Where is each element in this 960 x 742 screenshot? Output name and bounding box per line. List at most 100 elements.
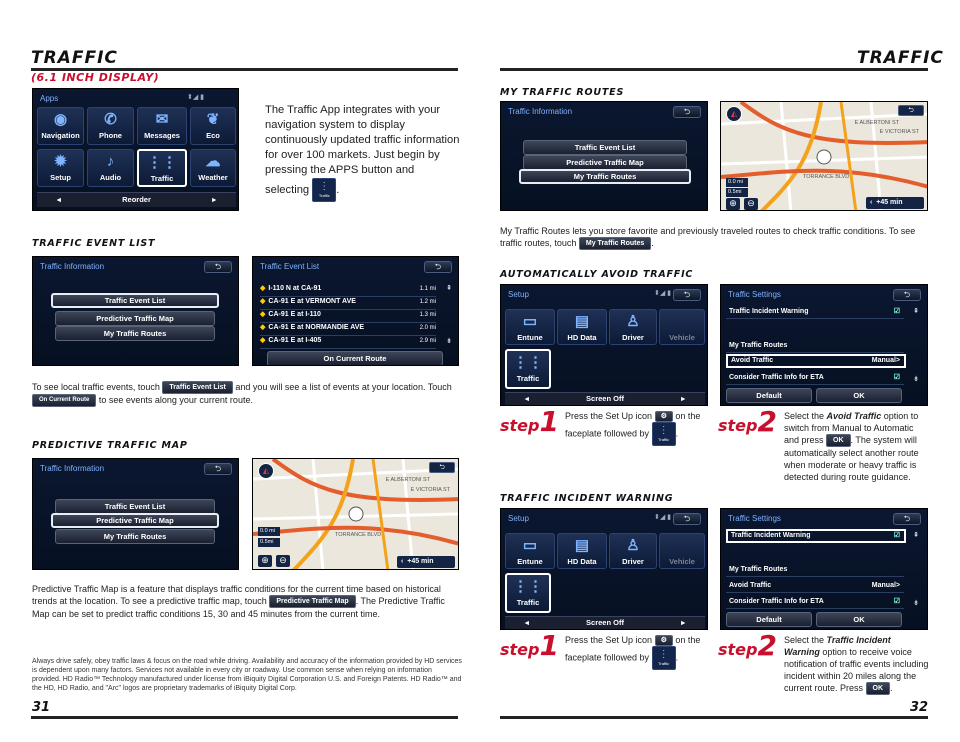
chevron-right-icon[interactable]: ▸ — [212, 195, 216, 204]
driver-icon: ♙ — [626, 313, 640, 330]
predictive-map-screen[interactable]: E ALBERTONI ST E VICTORIA ST TORRANCE BL… — [252, 458, 459, 570]
time-offset-button[interactable]: ‹ +45 min — [866, 197, 924, 209]
tile-driver[interactable]: ♙Driver — [609, 533, 657, 569]
checkbox-checked-icon[interactable]: ☑ — [893, 374, 900, 381]
setting-incident-warning[interactable]: Traffic Incident Warning☑ — [726, 529, 906, 543]
scroll-up-icon[interactable]: ⇞ — [913, 308, 919, 315]
footer-rule-left — [31, 716, 458, 719]
predictive-map-option[interactable]: Predictive Traffic Map — [55, 311, 215, 326]
compass-icon[interactable]: ◭ — [258, 463, 274, 479]
back-button[interactable]: ⮌ — [673, 106, 701, 118]
phone-icon: ✆ — [104, 111, 117, 128]
back-button[interactable]: ⮌ — [204, 261, 232, 273]
zoom-in-button[interactable]: ⊕ — [726, 198, 740, 210]
ok-button[interactable]: OK — [816, 388, 902, 403]
back-button[interactable]: ⮌ — [673, 513, 701, 525]
zoom-out-button[interactable]: ⊖ — [276, 555, 290, 567]
scale-readout: 0.5mi — [258, 538, 280, 547]
time-offset-button[interactable]: ‹ +45 min — [397, 556, 455, 568]
tile-navigation[interactable]: ◉Navigation — [37, 107, 84, 145]
my-routes-map-screen[interactable]: E ALBERTONI ST E VICTORIA ST TORRANCE BL… — [720, 101, 928, 211]
street-label: E ALBERTONI ST — [385, 477, 430, 483]
chevron-left-icon[interactable]: ◂ — [525, 618, 529, 627]
tile-traffic[interactable]: ⋮⋮Traffic — [505, 349, 551, 389]
my-routes-option[interactable]: My Traffic Routes — [55, 326, 215, 341]
scroll-down-icon[interactable]: ⇟ — [913, 600, 919, 607]
traffic-info-screen-2: Traffic Information ⮌ Traffic Event List… — [32, 458, 239, 570]
reorder-bar[interactable]: ◂ Reorder ▸ — [37, 192, 236, 207]
chevron-left-icon[interactable]: ◂ — [525, 394, 529, 403]
scroll-down-icon[interactable]: ⇟ — [446, 338, 452, 345]
tile-traffic[interactable]: ⋮⋮Traffic — [505, 573, 551, 613]
back-button[interactable]: ⮌ — [429, 462, 455, 473]
screen-title: Traffic Event List — [260, 262, 320, 271]
tile-eco[interactable]: ❦Eco — [190, 107, 236, 145]
apps-screen: Apps ⬍◢ ▮ ◉Navigation ✆Phone ✉Messages ❦… — [32, 88, 239, 211]
on-current-route-button[interactable]: On Current Route — [267, 351, 443, 365]
display-size-subtitle: (6.1 INCH DISPLAY) — [31, 71, 160, 84]
scroll-down-icon[interactable]: ⇟ — [913, 376, 919, 383]
chevron-right-icon[interactable]: ▸ — [681, 618, 685, 627]
setting-my-routes[interactable]: My Traffic Routes — [726, 339, 904, 353]
back-button[interactable]: ⮌ — [893, 513, 921, 525]
default-button[interactable]: Default — [726, 612, 812, 627]
traffic-event-list-option[interactable]: Traffic Event List — [51, 293, 219, 308]
back-button[interactable]: ⮌ — [893, 289, 921, 301]
tile-traffic[interactable]: ⋮⋮Traffic — [137, 149, 187, 187]
predictive-map-option[interactable]: Predictive Traffic Map — [51, 513, 219, 528]
screen-off-bar[interactable]: ◂ Screen Off ▸ — [505, 392, 705, 405]
tile-weather[interactable]: ☁Weather — [190, 149, 236, 187]
tile-entune[interactable]: ▭Entune — [505, 533, 555, 569]
setting-consider-eta[interactable]: Consider Traffic Info for ETA☑ — [726, 595, 904, 609]
zoom-out-button[interactable]: ⊖ — [744, 198, 758, 210]
traffic-event-list-option[interactable]: Traffic Event List — [523, 140, 687, 155]
checkbox-checked-icon[interactable]: ☑ — [893, 532, 900, 539]
chevron-left-icon: ‹ — [870, 199, 873, 206]
setting-my-routes[interactable]: My Traffic Routes — [726, 563, 904, 577]
ok-button[interactable]: OK — [816, 612, 902, 627]
checkbox-checked-icon[interactable]: ☑ — [893, 308, 900, 315]
compass-icon[interactable]: ◭ — [726, 106, 742, 122]
my-routes-option[interactable]: My Traffic Routes — [519, 169, 691, 184]
tile-hd-data[interactable]: ▤HD Data — [557, 309, 607, 345]
entune-icon: ▭ — [522, 537, 538, 554]
tile-entune[interactable]: ▭Entune — [505, 309, 555, 345]
traffic-light-icon: ⋮⋮ — [513, 354, 543, 371]
back-button[interactable]: ⮌ — [204, 463, 232, 475]
tile-audio[interactable]: ♪Audio — [87, 149, 134, 187]
event-list-text: To see local traffic events, touch Traff… — [32, 381, 462, 408]
traffic-event-list-heading: TRAFFIC EVENT LIST — [32, 238, 156, 249]
chevron-left-icon[interactable]: ◂ — [57, 195, 61, 204]
predictive-map-option[interactable]: Predictive Traffic Map — [523, 155, 687, 170]
back-button[interactable]: ⮌ — [673, 289, 701, 301]
zoom-in-button[interactable]: ⊕ — [258, 555, 272, 567]
default-button[interactable]: Default — [726, 388, 812, 403]
tile-setup[interactable]: ✹Setup — [37, 149, 84, 187]
scroll-up-icon[interactable]: ⇞ — [913, 532, 919, 539]
checkbox-checked-icon[interactable]: ☑ — [893, 598, 900, 605]
tile-hd-data[interactable]: ▤HD Data — [557, 533, 607, 569]
screen-off-bar[interactable]: ◂ Screen Off ▸ — [505, 616, 705, 629]
page-number-left: 31 — [32, 700, 51, 715]
back-button[interactable]: ⮌ — [424, 261, 452, 273]
disclaimer: Always drive safely, obey traffic laws &… — [32, 658, 462, 692]
setting-incident-warning[interactable]: Traffic Incident Warning☑ — [726, 305, 904, 319]
map-roads — [253, 459, 458, 569]
my-routes-option[interactable]: My Traffic Routes — [55, 529, 215, 544]
tile-messages[interactable]: ✉Messages — [137, 107, 187, 145]
chevron-right-icon[interactable]: ▸ — [681, 394, 685, 403]
tile-phone[interactable]: ✆Phone — [87, 107, 134, 145]
setting-consider-eta[interactable]: Consider Traffic Info for ETA☑ — [726, 371, 904, 385]
back-button[interactable]: ⮌ — [898, 105, 924, 116]
tile-driver[interactable]: ♙Driver — [609, 309, 657, 345]
scroll-up-icon[interactable]: ⇞ — [446, 285, 452, 292]
screen-title: Traffic Settings — [728, 514, 781, 523]
traffic-event-list-option[interactable]: Traffic Event List — [55, 499, 215, 514]
